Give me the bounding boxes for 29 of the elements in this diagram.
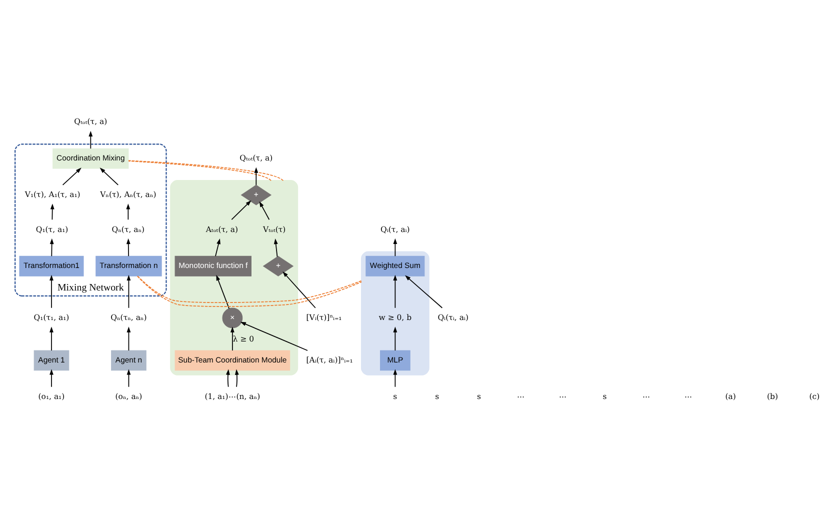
arrow <box>126 204 130 220</box>
arrow <box>274 238 278 258</box>
arrow <box>259 201 270 220</box>
arrow <box>88 130 93 149</box>
arrow <box>50 204 54 220</box>
arrow <box>393 238 398 257</box>
arrow <box>215 238 220 257</box>
arrow <box>226 369 230 388</box>
arrow <box>393 274 398 308</box>
arrow <box>50 326 54 351</box>
arrow <box>230 326 234 351</box>
arrow <box>62 168 82 186</box>
arrow <box>100 168 119 186</box>
arrow <box>393 326 398 351</box>
arrow <box>393 369 398 388</box>
arrow <box>282 272 316 308</box>
arrow <box>126 238 130 257</box>
arrow <box>231 200 252 220</box>
arrow <box>216 274 230 310</box>
arrow <box>126 274 131 308</box>
arrow <box>50 274 54 308</box>
arrow <box>50 238 54 257</box>
arrow <box>50 369 54 388</box>
arrow <box>234 369 239 388</box>
arrow <box>126 326 131 351</box>
arrow <box>405 275 443 308</box>
arrow <box>240 322 308 351</box>
arrow <box>254 167 258 186</box>
arrow <box>126 369 131 388</box>
